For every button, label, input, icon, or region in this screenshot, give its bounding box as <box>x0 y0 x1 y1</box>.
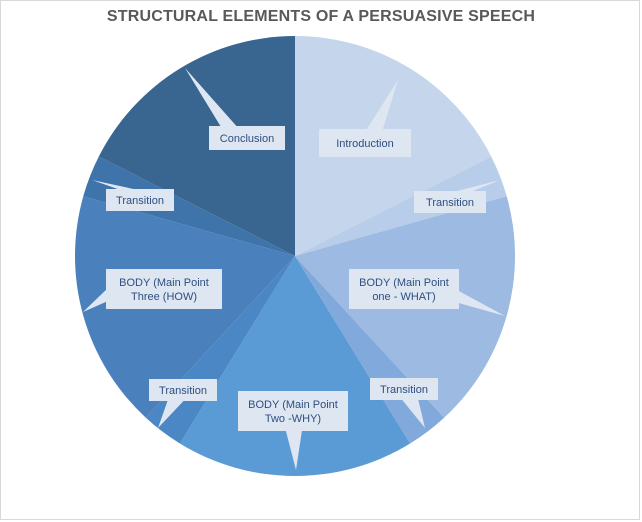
slice-label: Transition <box>380 384 428 396</box>
callout-box <box>209 126 285 150</box>
slice-label: Transition <box>159 385 207 397</box>
callout-pointer <box>366 80 398 129</box>
callout-box <box>106 189 174 211</box>
pie-slice <box>295 156 507 256</box>
callout-box <box>106 269 222 309</box>
callout-pointer <box>83 289 106 312</box>
callout-pointer <box>402 400 425 428</box>
slice-label: Conclusion <box>220 133 274 145</box>
callout-box <box>370 378 438 400</box>
pie-slice <box>98 36 296 256</box>
slice-label: Transition <box>426 197 474 209</box>
slice-label: Transition <box>116 195 164 207</box>
pie-slice <box>83 156 295 256</box>
callout-pointer <box>158 401 184 428</box>
callout-box <box>349 269 459 309</box>
callout-box <box>238 391 348 431</box>
callout-pointer <box>285 431 302 470</box>
chart-title: STRUCTURAL ELEMENTS OF A PERSUASIVE SPEE… <box>106 8 536 25</box>
callout-pointer <box>457 180 500 191</box>
slice-label: Introduction <box>336 138 393 150</box>
callout-pointer <box>459 291 505 316</box>
pie-slice <box>179 256 411 477</box>
callout-pointer <box>185 68 237 126</box>
callout-box <box>149 379 217 401</box>
callout-box <box>414 191 486 213</box>
callout-box <box>319 129 411 157</box>
callout-pointer <box>92 180 134 189</box>
